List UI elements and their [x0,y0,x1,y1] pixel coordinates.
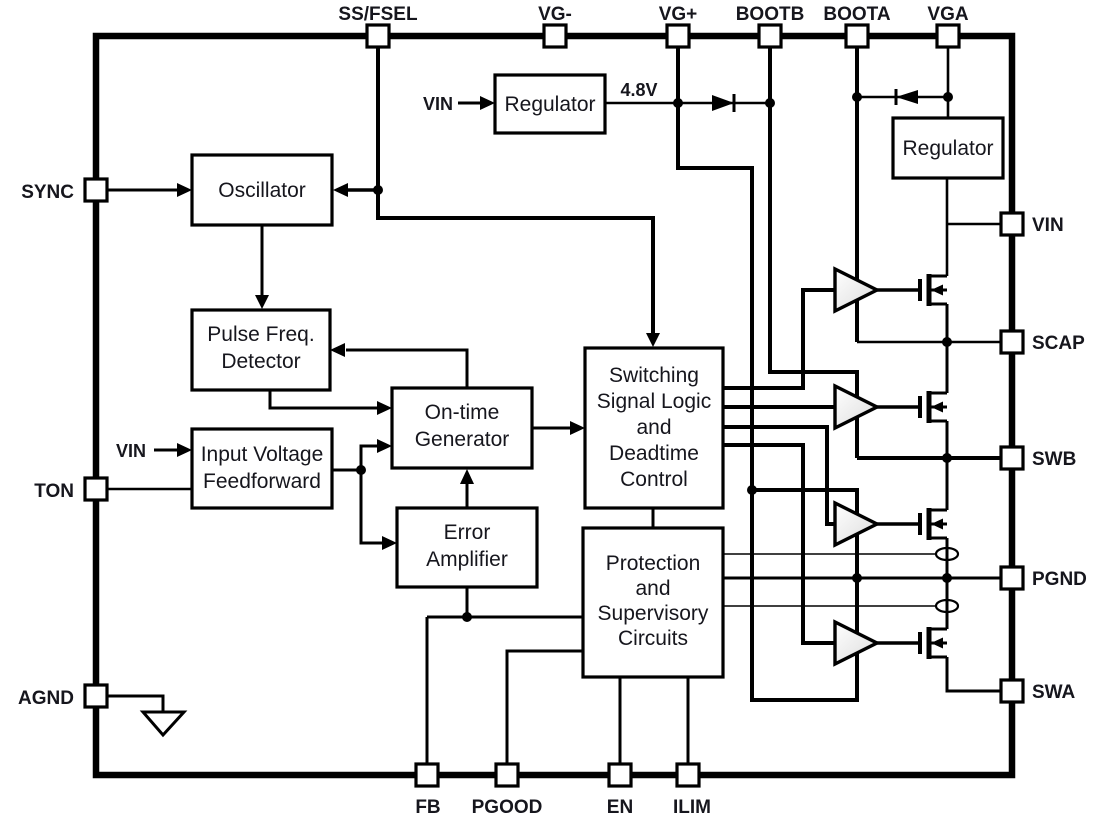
block-regulator-right: Regulator [891,116,1005,180]
block-on-time-generator: On-time Generator [390,386,534,470]
svg-text:Feedforward: Feedforward [203,470,321,493]
pin-vga: VGA [927,4,969,49]
vin-regulator-label: VIN [423,94,453,114]
svg-text:VG+: VG+ [659,4,698,25]
svg-text:Control: Control [620,468,688,491]
svg-text:Signal Logic: Signal Logic [597,390,711,413]
pin-agnd: AGND [18,683,109,709]
svg-text:Protection: Protection [606,552,701,575]
block-pulse-freq-detector: Pulse Freq. Detector [190,308,332,392]
svg-text:and: and [635,577,670,600]
block-input-voltage-feedforward: Input Voltage Feedforward [190,427,334,510]
pin-ss-fsel: SS/FSEL [338,4,418,49]
svg-text:Supervisory: Supervisory [598,602,709,625]
pin-en: EN [607,762,633,818]
svg-text:BOOTA: BOOTA [823,4,890,25]
svg-text:VG-: VG- [538,4,572,25]
svg-text:SYNC: SYNC [21,182,74,203]
pin-pgnd: PGND [999,565,1087,591]
svg-text:Generator: Generator [415,428,510,451]
svg-text:Deadtime: Deadtime [609,442,699,465]
svg-text:SWA: SWA [1032,682,1076,703]
pin-swb: SWB [999,445,1076,471]
pins-right: VIN SCAP SWB PGND SWA [999,211,1087,704]
svg-text:EN: EN [607,797,633,818]
pin-ilim: ILIM [673,762,711,818]
svg-text:SCAP: SCAP [1032,333,1085,354]
pins-bottom: FB PGOOD EN ILIM [414,762,711,818]
svg-text:BOOTB: BOOTB [736,4,805,25]
oscillator-label: Oscillator [218,179,306,202]
block-switching-logic: Switching Signal Logic and Deadtime Cont… [583,346,725,510]
svg-text:ILIM: ILIM [673,797,711,818]
block-regulator-left: Regulator [493,73,607,135]
current-sense-b-icon [934,546,960,562]
regulator-right-label: Regulator [902,137,993,160]
block-oscillator: Oscillator [190,153,334,227]
pin-boota: BOOTA [823,4,891,49]
svg-text:PGND: PGND [1032,569,1087,590]
regulator-output-voltage-label: 4.8V [620,80,657,100]
block-error-amplifier: Error Amplifier [395,506,539,589]
svg-text:AGND: AGND [18,688,74,709]
svg-text:On-time: On-time [425,401,500,424]
svg-text:VGA: VGA [927,4,968,25]
pin-fb: FB [414,762,441,818]
gate-driver-3-icon [833,500,918,548]
pin-bootb: BOOTB [736,4,805,49]
mosfet-1-icon [918,274,947,306]
gate-driver-2-icon [833,383,918,431]
pin-swa: SWA [999,678,1076,704]
svg-text:Amplifier: Amplifier [426,548,508,571]
arrowheads [177,96,660,550]
regulator-left-label: Regulator [504,93,595,116]
pin-sync: SYNC [21,177,109,203]
ground-icon [107,694,188,738]
svg-text:Detector: Detector [221,350,300,373]
block-protection: Protection and Supervisory Circuits [581,526,725,679]
svg-text:Input Voltage: Input Voltage [201,443,324,466]
mosfet-2-icon [918,391,947,423]
gate-driver-icons [833,266,918,667]
pin-ton: TON [34,476,109,502]
pin-vin: VIN [999,211,1064,237]
vin-feedforward-label: VIN [116,441,146,461]
mosfet-3-icon [918,508,947,540]
pins-top: SS/FSEL VG- VG+ BOOTB BOOTA VGA [338,4,969,49]
svg-text:and: and [636,416,671,439]
gate-driver-4-icon [833,619,918,667]
current-sense-a-icon [934,598,960,614]
diode-vg-bootb-icon [712,94,736,112]
svg-text:FB: FB [415,797,440,818]
pin-scap: SCAP [999,329,1085,355]
svg-text:VIN: VIN [1032,215,1064,236]
svg-text:Switching: Switching [609,364,699,387]
pin-vg-plus: VG+ [659,4,698,49]
pin-vg-minus: VG- [538,4,572,49]
svg-text:SWB: SWB [1032,449,1076,470]
pin-pgood: PGOOD [472,762,543,818]
pins-left: SYNC TON AGND [18,177,109,709]
svg-text:TON: TON [34,481,74,502]
svg-text:SS/FSEL: SS/FSEL [338,4,418,25]
junction-dots [356,92,953,622]
svg-text:Pulse Freq.: Pulse Freq. [207,323,314,346]
svg-text:PGOOD: PGOOD [472,797,543,818]
current-sense-icons [934,546,960,614]
mosfet-icons [918,274,947,659]
svg-text:Error: Error [444,521,491,544]
mosfet-4-icon [918,627,947,659]
diode-vga-boota-icon [894,89,918,105]
gate-driver-1-icon [833,266,918,314]
svg-text:Circuits: Circuits [618,627,688,650]
